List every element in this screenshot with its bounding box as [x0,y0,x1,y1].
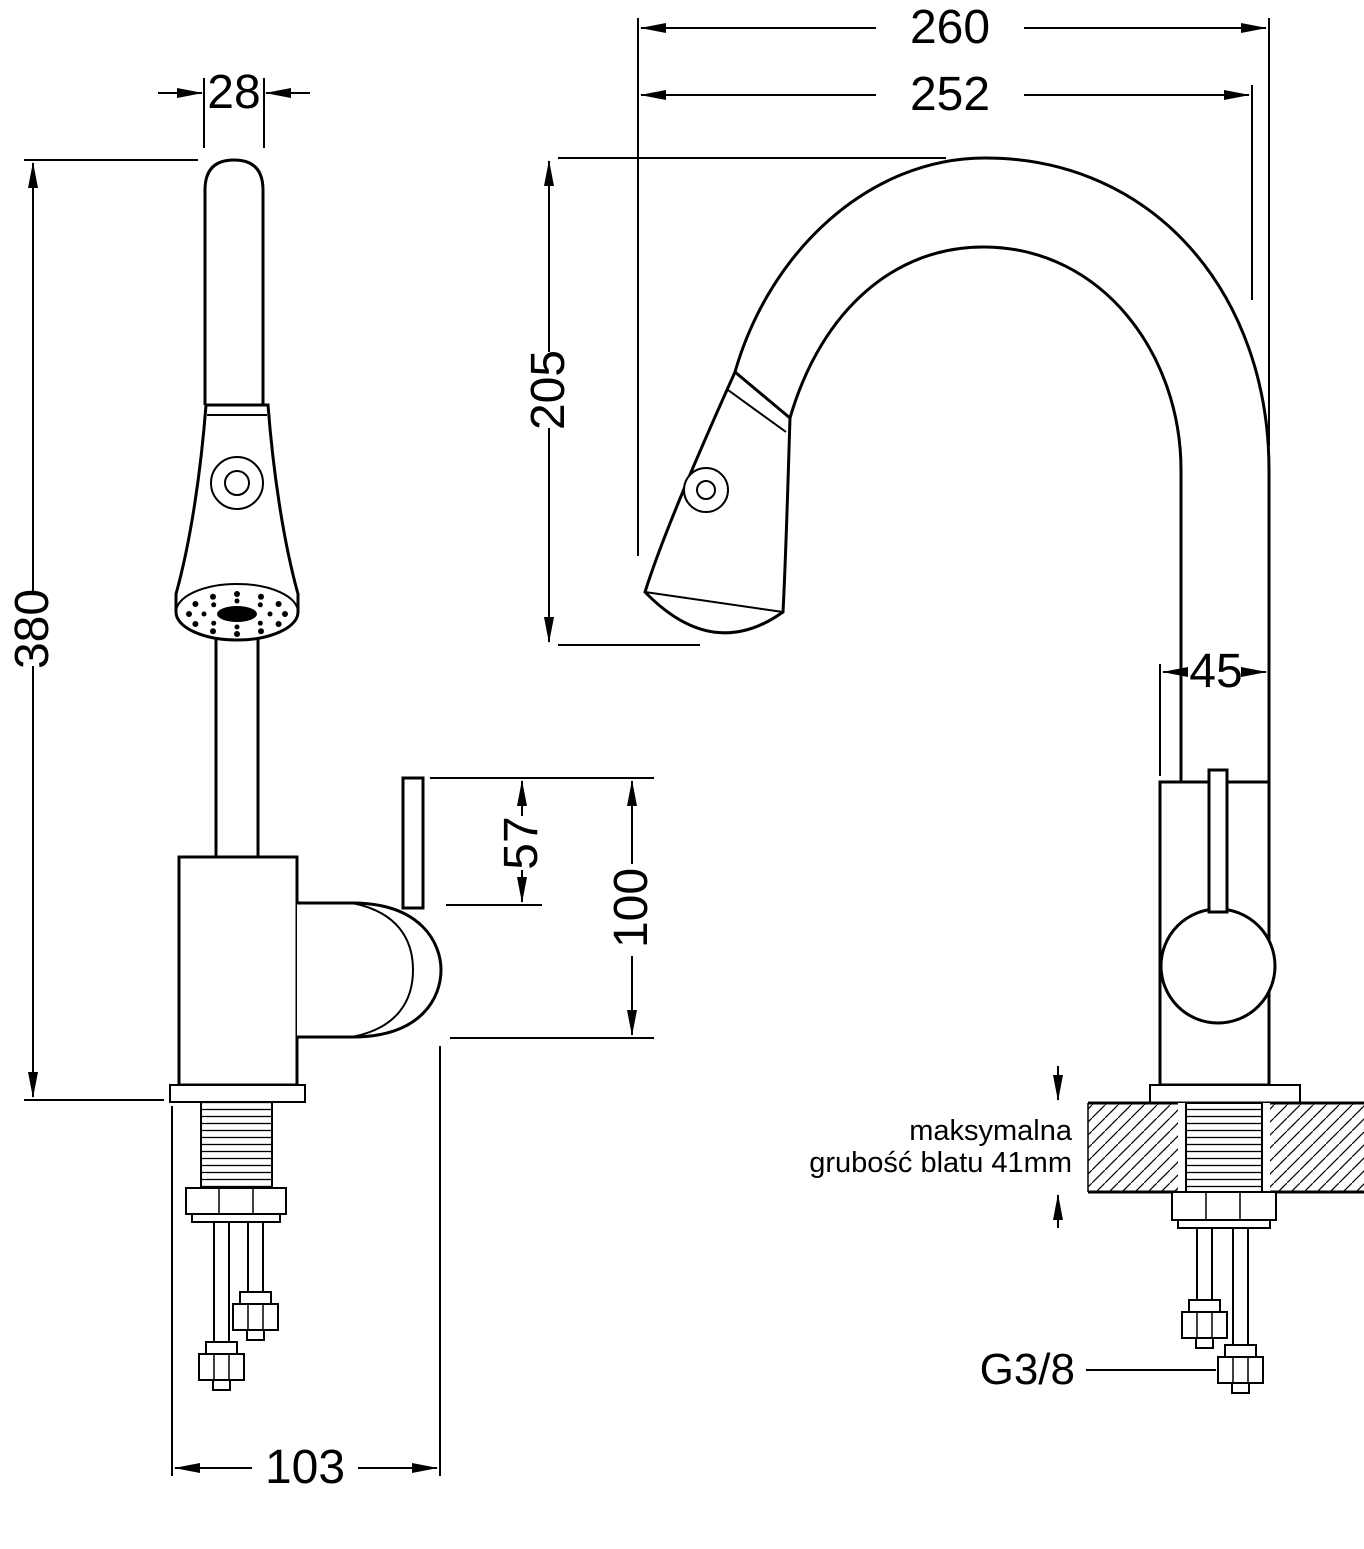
countertop-note-line1: maksymalna [909,1115,1073,1147]
dim-spout-reach-label: 252 [910,68,990,121]
dim-handle-height-label: 100 [605,868,658,948]
dim-spout-height-label: 205 [522,350,575,430]
dimensions-side: 260 252 205 45 maksymalna grubość blatu … [522,1,1270,1394]
side-threaded-shank [1185,1102,1263,1193]
side-flange [1149,1084,1301,1104]
side-handle-pivot [1159,907,1277,1025]
front-spout-pipe [203,158,265,405]
front-washer [191,1213,281,1223]
side-lever [1207,768,1229,914]
side-spray-button-outer [683,467,729,513]
front-lever [401,776,425,910]
front-handle-pivot-detail [351,902,415,1038]
dim-body-width-label: 45 [1189,645,1242,698]
side-mounting-nut [1171,1191,1277,1221]
front-hoses [198,1221,279,1391]
side-view [643,156,1364,1394]
front-handle-pivot [297,901,443,1039]
side-head-face-line [644,591,784,613]
dim-base-width-label: 103 [265,1441,345,1494]
side-spout-inner [788,245,1183,782]
front-spray-button-inner [224,470,250,496]
side-head-joint-line [727,389,787,433]
front-threaded-shank [200,1101,273,1189]
front-view [169,158,443,1391]
front-mounting-nut [185,1187,287,1215]
dimensions-front: 28 380 57 100 103 [6,66,658,1494]
front-aerator-dots [186,591,288,637]
side-washer [1177,1219,1271,1229]
countertop-note-line2: grubość blatu 41mm [809,1147,1072,1179]
side-spout-outer [733,156,1271,782]
front-aerator-face [175,583,299,641]
thread-size-label: G3/8 [980,1345,1075,1394]
front-flange [169,1084,306,1103]
dim-lever-height-label: 57 [495,816,548,869]
side-hoses [1181,1227,1264,1394]
front-spray-button-outer [210,456,264,510]
dim-total-height-label: 380 [6,589,59,669]
side-spray-button-inner [696,480,716,500]
dim-spout-pipe-width-label: 28 [207,66,260,119]
front-body [177,855,299,1087]
dim-overall-width-label: 260 [910,1,990,54]
